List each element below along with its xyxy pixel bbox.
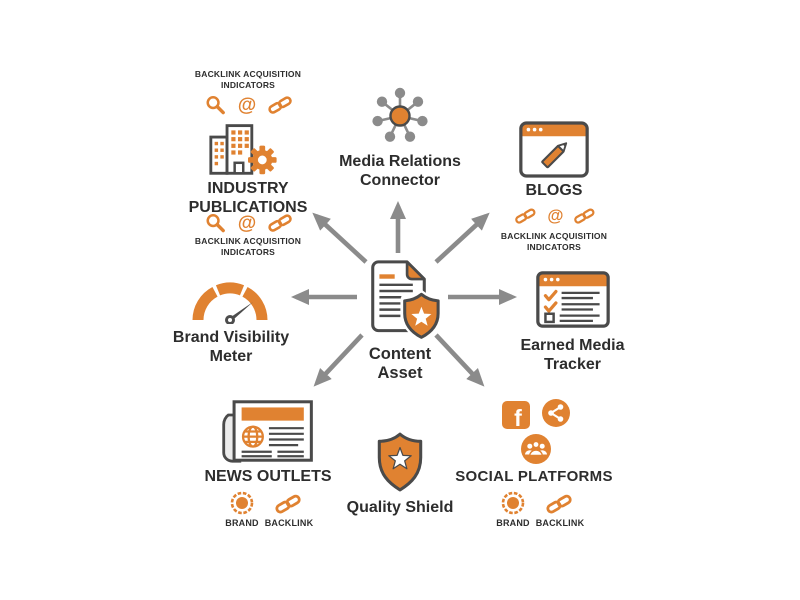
content-asset-label: Content Asset: [368, 345, 432, 383]
chain-link-icon: [267, 96, 292, 114]
at-sign-icon: @: [237, 95, 256, 116]
chain-link-icon: [275, 494, 301, 514]
news-outlets-icon: [219, 396, 317, 466]
gauge-icon: [192, 282, 268, 324]
blogs-label: BLOGS: [525, 182, 583, 199]
brand-badge-icon: [501, 491, 525, 515]
social-backlink-label: BACKLINK: [535, 518, 585, 528]
chain-link-icon: [267, 214, 292, 232]
social-brand-label: BRAND: [496, 518, 530, 528]
magnifier-icon: [205, 95, 225, 114]
arrow-down-left: [313, 333, 364, 387]
earned-media-tracker-label: Earned Media Tracker: [520, 337, 625, 373]
pencil-icon: [541, 142, 568, 169]
blogs-indicators-label: BACKLINK ACQUISITION INDICATORS: [500, 231, 608, 253]
newspaper-icon: [222, 400, 313, 463]
community-badge: [520, 433, 552, 465]
quality-shield-icon: [373, 430, 427, 494]
social-platforms-label: SOCIAL PLATFORMS: [455, 468, 613, 485]
share-badge: [541, 398, 571, 428]
svg-text:@: @: [547, 207, 563, 225]
news-backlink-label: BACKLINK: [264, 518, 314, 528]
share-icon: [542, 399, 570, 427]
chain-link-icon: [515, 208, 536, 224]
social-brand-badge: [500, 490, 526, 516]
at-sign-icon: @: [547, 207, 563, 225]
media-relations-connector-icon: [364, 82, 436, 154]
industry-publications-label: INDUSTRY PUBLICATIONS: [188, 180, 308, 216]
check-icon: [543, 289, 558, 302]
arrow-down-right: [434, 333, 485, 387]
svg-text:@: @: [237, 95, 256, 116]
browser-pencil-icon: [519, 121, 589, 178]
check-icon: [543, 301, 558, 313]
globe-icon: [241, 425, 264, 448]
facebook-icon: f: [502, 401, 530, 430]
brand-visibility-meter-label: Brand Visibility Meter: [172, 329, 290, 365]
checkbox-icon: [544, 312, 555, 324]
checklist-window-icon: [536, 271, 610, 328]
social-backlink-badge: [545, 492, 573, 516]
news-backlink-badge: [274, 492, 302, 516]
star-icon: [411, 306, 432, 326]
news-brand-badge: [229, 490, 255, 516]
hub-spokes-icon: [372, 87, 428, 142]
news-outlets-label: NEWS OUTLETS: [204, 468, 332, 485]
shield-star-icon: [377, 432, 423, 492]
star-icon: [388, 446, 412, 470]
buildings-gear-icon: [209, 124, 277, 175]
quality-shield-label: Quality Shield: [346, 499, 454, 516]
industry-publications-indicators-top-label: BACKLINK ACQUISITION INDICATORS: [194, 69, 302, 91]
media-relations-connector-label: Media Relations Connector: [339, 153, 461, 189]
brand-badge-icon: [230, 491, 254, 515]
blogs-icon: [518, 120, 590, 179]
chain-link-icon: [574, 208, 595, 224]
svg-text:@: @: [237, 213, 256, 234]
industry-publications-indicators-bottom-label: BACKLINK ACQUISITION INDICATORS: [194, 236, 302, 258]
content-asset-icon: [367, 258, 451, 346]
arrow-up-left: [312, 212, 368, 264]
brand-visibility-meter-icon: [188, 276, 272, 324]
svg-text:f: f: [514, 405, 522, 430]
community-icon: [521, 434, 551, 464]
chain-link-icon: [546, 494, 572, 514]
arrow-up-right: [434, 212, 490, 264]
at-sign-icon: @: [237, 213, 256, 234]
industry-publications-icon: [205, 118, 291, 179]
document-shield-star-icon: [371, 260, 442, 342]
blogs-indicator-icons: @: [514, 204, 596, 228]
facebook-badge: f: [501, 400, 531, 430]
industry-publications-indicators-bottom-icons: @: [198, 211, 298, 235]
earned-media-tracker-icon: [535, 270, 611, 329]
magnifier-icon: [205, 213, 225, 232]
news-brand-label: BRAND: [225, 518, 259, 528]
industry-publications-indicators-top-icons: @: [198, 93, 298, 117]
